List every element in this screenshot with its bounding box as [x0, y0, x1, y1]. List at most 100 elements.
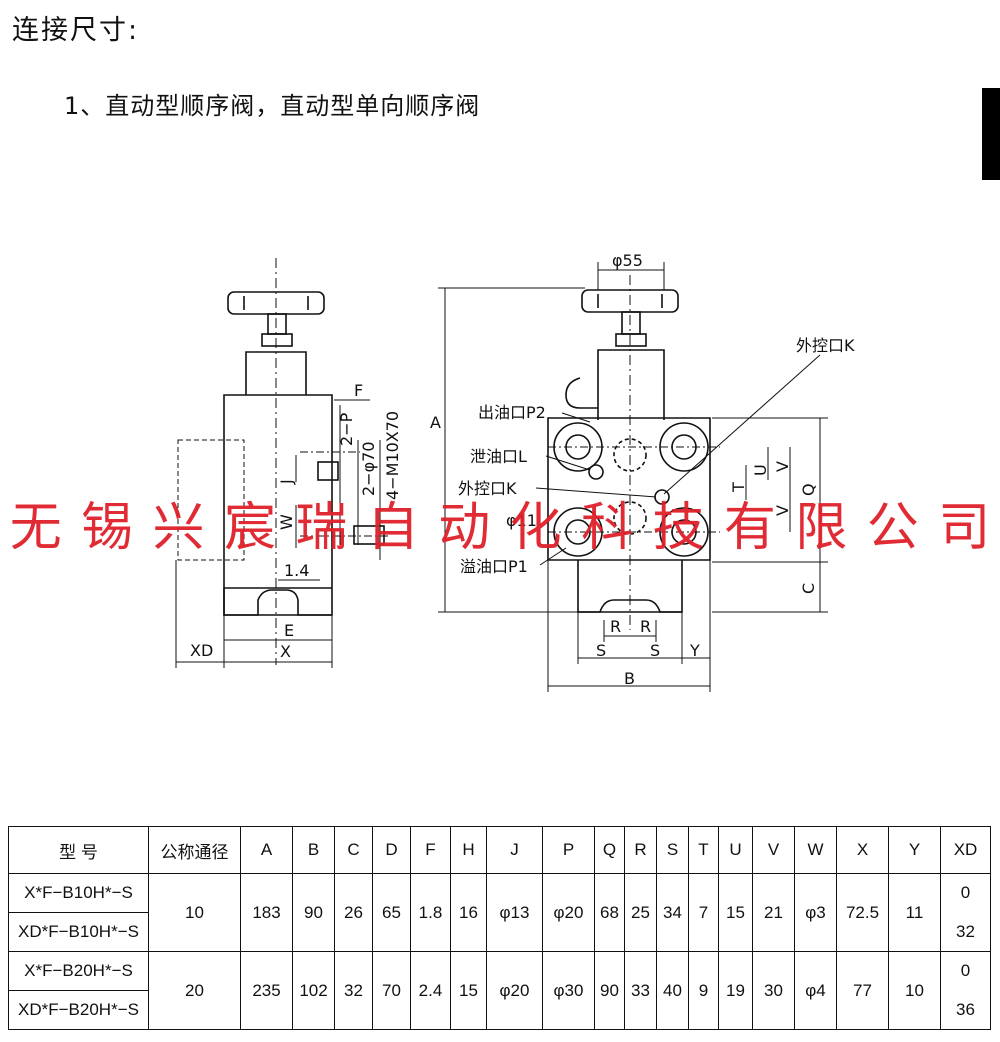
table-cell: 15	[450, 951, 487, 1030]
front-view	[438, 262, 828, 692]
outlet-p2-label: 出油口P2	[478, 403, 546, 422]
phi11-label: φ11	[506, 511, 537, 530]
dim-c-label: C	[799, 583, 818, 594]
table-cell: 11	[888, 873, 941, 952]
dim-b-label: B	[624, 669, 635, 688]
col-header: U	[718, 826, 753, 874]
dim-a-front-label: A	[430, 413, 441, 432]
col-header: 公称通径	[148, 826, 241, 874]
table-cell: φ30	[542, 951, 595, 1030]
table-row: XD*F−B10H*−S 32	[8, 912, 991, 952]
dim-f-label: F	[354, 381, 363, 400]
table-cell: 19	[718, 951, 753, 1030]
dim-q-label: Q	[799, 483, 818, 496]
table-cell: 90	[594, 951, 625, 1030]
xd-cell: 36	[940, 990, 991, 1030]
table-cell: 32	[334, 951, 373, 1030]
side-view	[175, 258, 388, 668]
page-edge-tab	[982, 88, 1000, 180]
table-cell: 9	[688, 951, 719, 1030]
dim-s-left-label: S	[596, 641, 606, 660]
table-cell: 102	[292, 951, 335, 1030]
table-cell: φ3	[794, 873, 837, 952]
table-cell: φ20	[486, 951, 543, 1030]
col-header: F	[410, 826, 451, 874]
dim-1-4-label: 1.4	[284, 561, 309, 580]
outer-port-k-label: 外控口K	[458, 479, 517, 498]
col-header: 型 号	[8, 826, 149, 874]
table-cell: φ4	[794, 951, 837, 1030]
col-header: T	[688, 826, 719, 874]
table-cell: 25	[624, 873, 657, 952]
col-header: W	[794, 826, 837, 874]
dim-p-label: 2−P	[337, 412, 356, 446]
table-cell: 1.8	[410, 873, 451, 952]
table-cell: 68	[594, 873, 625, 952]
col-header: D	[372, 826, 411, 874]
table-cell: 10	[148, 873, 241, 952]
dimension-table: 型 号 公称通径 A B C D F H J P Q R S T U V W X…	[8, 826, 991, 1030]
relief-p1-label: 溢油口P1	[460, 557, 528, 576]
col-header: B	[292, 826, 335, 874]
table-cell: 183	[240, 873, 293, 952]
table-cell: 90	[292, 873, 335, 952]
dim-s-right-label: S	[650, 641, 660, 660]
table-cell: 26	[334, 873, 373, 952]
dim-xd-label: XD	[190, 641, 213, 660]
xd-cell: 32	[940, 912, 991, 952]
table-row: X*F−B10H*−S 10 183 90 26 65 1.8 16 φ13 φ…	[8, 873, 991, 952]
model-cell: X*F−B20H*−S	[8, 951, 149, 991]
dim-e-label: E	[284, 621, 294, 640]
table-header-row: 型 号 公称通径 A B C D F H J P Q R S T U V W X…	[8, 826, 991, 874]
table-row: X*F−B20H*−S 20 235 102 32 70 2.4 15 φ20 …	[8, 951, 991, 1030]
table-cell: φ13	[486, 873, 543, 952]
dim-r-right-label: R	[640, 617, 651, 636]
phi55-label: φ55	[612, 251, 643, 270]
table-cell: 77	[836, 951, 889, 1030]
dim-v2-label: V	[773, 505, 792, 516]
model-cell: XD*F−B10H*−S	[8, 912, 149, 952]
technical-drawing: φ55 外控口K 出油口P2 泄油口L 外控口K φ11 溢油口P1 A F 2…	[175, 251, 855, 692]
page-heading: 连接尺寸:	[12, 15, 140, 46]
col-header: A	[240, 826, 293, 874]
col-header: X	[836, 826, 889, 874]
section-title: 1、直动型顺序阀，直动型单向顺序阀	[64, 92, 481, 120]
dim-t-label: T	[729, 482, 748, 493]
table-cell: 30	[752, 951, 795, 1030]
dim-j-label: J	[277, 479, 296, 485]
dim-y-label: Y	[689, 641, 700, 660]
table-cell: 20	[148, 951, 241, 1030]
table-cell: 7	[688, 873, 719, 952]
table-cell: 15	[718, 873, 753, 952]
table-cell: 235	[240, 951, 293, 1030]
col-header: J	[486, 826, 543, 874]
table-cell: 72.5	[836, 873, 889, 952]
col-header: C	[334, 826, 373, 874]
dim-x-label: X	[280, 642, 291, 661]
table-cell: 34	[656, 873, 689, 952]
table-cell: 10	[888, 951, 941, 1030]
col-header: XD	[940, 826, 991, 874]
table-cell: 33	[624, 951, 657, 1030]
xd-cell: 0	[940, 951, 991, 991]
dim-m-label: 4−M10X70	[383, 411, 402, 500]
model-cell: XD*F−B20H*−S	[8, 990, 149, 1030]
drain-l-label: 泄油口L	[470, 447, 527, 466]
col-header: Q	[594, 826, 625, 874]
dim-w-label: W	[277, 514, 296, 530]
col-header: H	[450, 826, 487, 874]
model-cell: X*F−B10H*−S	[8, 873, 149, 913]
table-cell: 21	[752, 873, 795, 952]
outer-port-k-label-top: 外控口K	[796, 336, 855, 355]
table-cell: 16	[450, 873, 487, 952]
col-header: S	[656, 826, 689, 874]
dim-r-left-label: R	[610, 617, 621, 636]
dim-phi70-label: 2−φ70	[359, 442, 378, 497]
col-header: R	[624, 826, 657, 874]
col-header: P	[542, 826, 595, 874]
table-cell: 2.4	[410, 951, 451, 1030]
table-cell: 70	[372, 951, 411, 1030]
col-header: Y	[888, 826, 941, 874]
table-row: XD*F−B20H*−S 36	[8, 990, 991, 1030]
table-cell: 65	[372, 873, 411, 952]
